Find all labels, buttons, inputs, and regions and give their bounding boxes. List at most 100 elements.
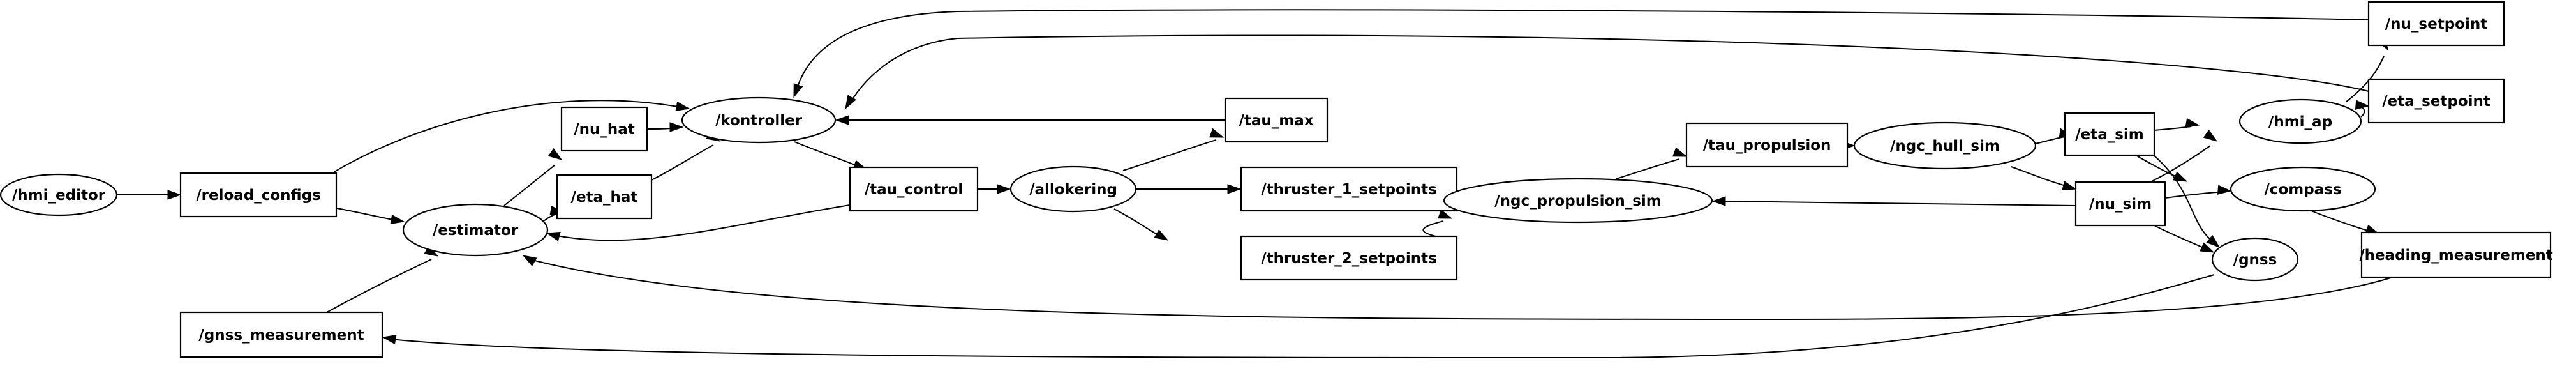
edge-kontroller-to-tau_control [794,141,868,170]
node-box [2064,112,2155,156]
node-label: /thruster_2_setpoints [1261,250,1437,267]
node-ngc-hull-sim[interactable]: /ngc_hull_sim [1853,121,2037,170]
node-eta-setpoint[interactable]: /eta_setpoint [2367,78,2505,124]
arrowhead [2203,129,2218,142]
edge-line [2311,210,2372,233]
edge-line [1122,139,1217,171]
edge-gnss-to-gnss_measurement [382,274,2215,359]
node-nu-setpoint[interactable]: /nu_setpoint [2367,1,2505,47]
node-label: /tau_control [865,181,964,198]
node-thruster-1-setpoints[interactable]: /thruster_1_setpoints [1240,166,1458,212]
arrowhead [2355,100,2370,110]
edge-line [336,208,397,221]
edge-line [553,204,851,241]
edge-nu_sim-to-gnss [2154,225,2215,253]
node-hmi-editor[interactable]: /hmi_editor [0,173,118,217]
node-label: /hmi_ap [2268,114,2332,130]
edge-line [2164,191,2224,199]
node-label: /reload_configs [196,187,321,204]
edge-ngc_propulsion_sim-to-tau_propulsion [1616,147,1688,179]
node-box [2367,78,2505,124]
node-nu-hat[interactable]: /nu_hat [560,106,648,152]
node-label: /estimator [433,222,519,239]
edge-nu_sim-to-hmi_ap [2150,129,2218,183]
node-ellipse [2211,237,2299,282]
arrowhead [2217,185,2232,195]
arrowhead [522,255,537,266]
edge-nu_setpoint-to-kontroller [793,9,2369,98]
node-box [1240,166,1458,212]
arrowhead [167,190,182,200]
node-box [556,174,653,220]
edge-eta_sim-to-hmi_ap [2154,118,2200,131]
node-compass[interactable]: /compass [2230,166,2376,212]
node-label: /allokering [1029,181,1117,198]
edge-line [651,144,714,181]
arrowhead [1711,196,1726,206]
edge-eta_sim-to-gnss [2153,155,2221,248]
node-box [1240,235,1458,281]
node-box [2360,231,2552,278]
node-label: /eta_hat [571,189,638,206]
node-label: /ngc_propulsion_sim [1494,193,1662,210]
edge-line [2360,106,2365,118]
node-ngc-propulsion-sim[interactable]: /ngc_propulsion_sim [1443,178,1713,224]
edge-reload_configs-to-estimator [336,208,405,225]
node-gnss-measurement[interactable]: /gnss_measurement [179,311,383,358]
node-allokering[interactable]: /allokering [1009,165,1137,213]
arrowhead [835,115,849,125]
edge-ngc_hull_sim-to-nu_sim [2011,166,2077,191]
edge-line [848,34,2369,106]
edge-line [796,9,2369,91]
arrowhead [1438,209,1453,219]
node-label: /nu_hat [574,121,635,138]
node-heading-measurement[interactable]: /heading_measurement [2359,231,2553,278]
node-gnss[interactable]: /gnss [2211,237,2299,282]
node-label: /kontroller [715,112,803,129]
nodes-layer: /hmi_editor/reload_configs/gnss_measurem… [0,1,2553,358]
edge-estimator-to-nu_hat [503,148,563,206]
edge-line [1616,158,1680,179]
node-estimator[interactable]: /estimator [402,203,549,257]
node-ellipse [2230,166,2376,212]
node-box [179,172,338,218]
arrowhead [669,122,684,132]
node-reload-configs[interactable]: /reload_configs [179,172,338,218]
edge-line [2035,136,2066,144]
node-eta-sim[interactable]: /eta_sim [2064,112,2155,156]
edge-eta_hat-to-kontroller [651,130,721,181]
node-nu-sim[interactable]: /nu_sim [2074,181,2166,227]
node-label: /hmi_editor [12,187,106,204]
node-box [849,166,979,212]
node-ellipse [1443,178,1713,224]
edge-line [1422,220,1444,237]
edge-line [334,100,682,172]
arrowhead [546,231,561,241]
edge-line [1113,208,1161,237]
node-kontroller[interactable]: /kontroller [681,96,837,144]
arrowhead [382,334,397,345]
edge-heading_measurement-to-estimator [522,255,2394,321]
node-thruster-2-setpoints[interactable]: /thruster_2_setpoints [1240,235,1458,281]
node-label: /eta_setpoint [2382,93,2490,110]
arrowhead [2173,171,2188,182]
node-label: /heading_measurement [2359,247,2553,264]
node-box [2074,181,2166,227]
node-label: /thruster_1_setpoints [1261,181,1437,198]
node-label: /tau_max [1239,112,1313,129]
arrowhead [2200,242,2215,253]
node-tau-control[interactable]: /tau_control [849,166,979,212]
node-hmi-ap[interactable]: /hmi_ap [2238,98,2362,144]
node-label: /gnss [2233,252,2277,268]
arrowhead [1227,184,1242,194]
edge-line [2345,56,2385,103]
edge-hmi_editor-to-reload_configs [117,190,182,200]
node-eta-hat[interactable]: /eta_hat [556,174,653,220]
node-label: /nu_sim [2089,196,2152,213]
node-tau-max[interactable]: /tau_max [1224,97,1329,143]
node-ellipse [2238,98,2362,144]
arrowhead [390,214,405,225]
edge-nu_hat-to-kontroller [646,122,684,132]
edge-line [2011,166,2069,187]
node-tau-propulsion[interactable]: /tau_propulsion [1685,122,1849,168]
